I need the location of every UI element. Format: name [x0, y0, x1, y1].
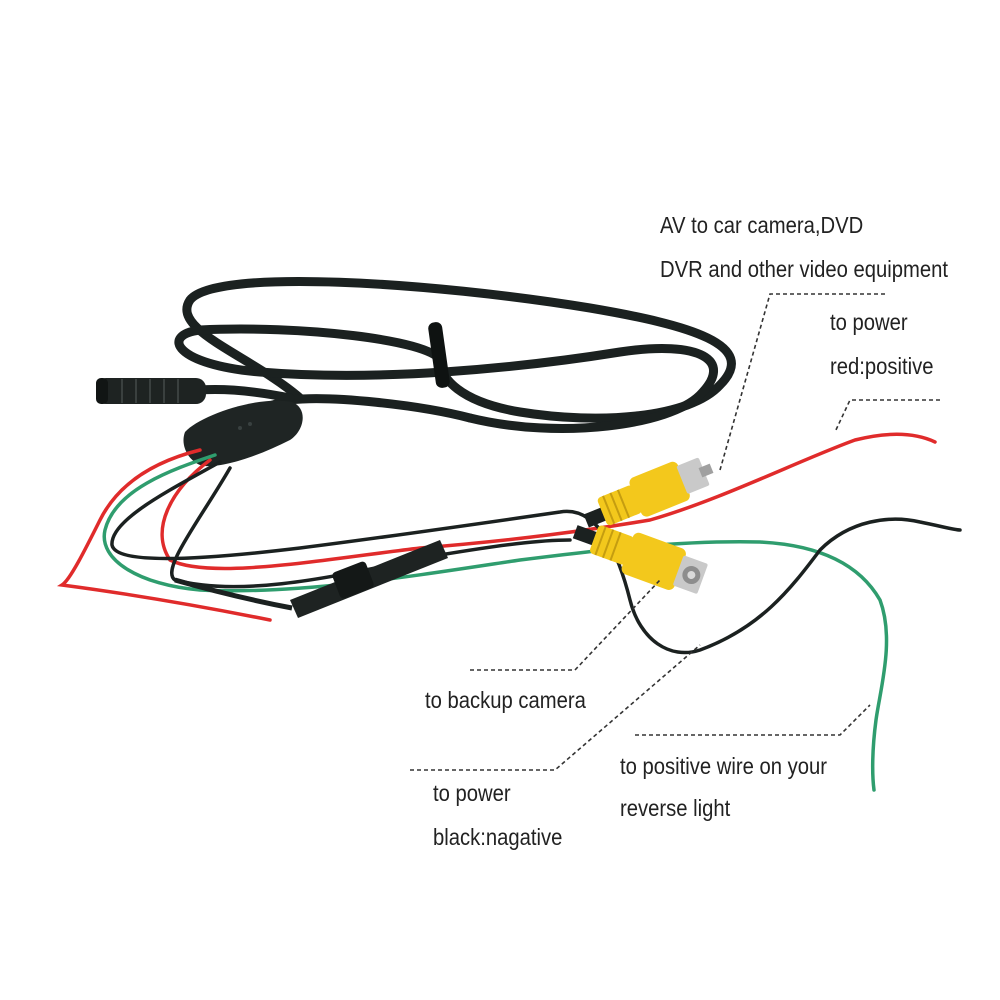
- coil-loop-1: [182, 277, 736, 423]
- leader-reverse-light: [635, 704, 871, 736]
- four-pin-aviation-connector-icon: [96, 378, 206, 404]
- label-power-black-line-2: black:nagative: [433, 824, 563, 850]
- green-wires: [102, 453, 889, 792]
- label-power-black-line-1: to power: [433, 780, 511, 806]
- label-power-red-line-1: to power: [830, 309, 908, 335]
- inline-fuse-holder: [174, 540, 448, 618]
- main-cable-coil: [174, 277, 736, 445]
- rca-plug-icon: [572, 525, 708, 594]
- leader-av: [719, 293, 885, 471]
- coil-loop-2: [174, 324, 718, 433]
- rca-plug-icon: [583, 457, 714, 528]
- red-wire-power: [160, 432, 937, 571]
- green-wire-loop: [102, 453, 889, 792]
- black-wire-rca: [170, 466, 572, 589]
- fuse-lead: [174, 577, 293, 611]
- label-av-line-1: AV to car camera,DVD: [660, 212, 864, 238]
- leader-backup-camera: [470, 579, 661, 671]
- leader-power-red: [834, 399, 940, 433]
- label-av-line-2: DVR and other video equipment: [660, 256, 949, 282]
- label-reverse-line-2: reverse light: [620, 795, 731, 821]
- red-wire-loop: [56, 448, 272, 622]
- leader-lines: [410, 293, 940, 771]
- cable-tie: [428, 322, 450, 388]
- splitter-boot: [183, 400, 303, 467]
- label-backup-camera: to backup camera: [425, 687, 586, 713]
- label-reverse-line-1: to positive wire on your: [620, 753, 828, 779]
- label-power-red-line-2: red:positive: [830, 353, 934, 379]
- cable-to-connector: [195, 384, 295, 403]
